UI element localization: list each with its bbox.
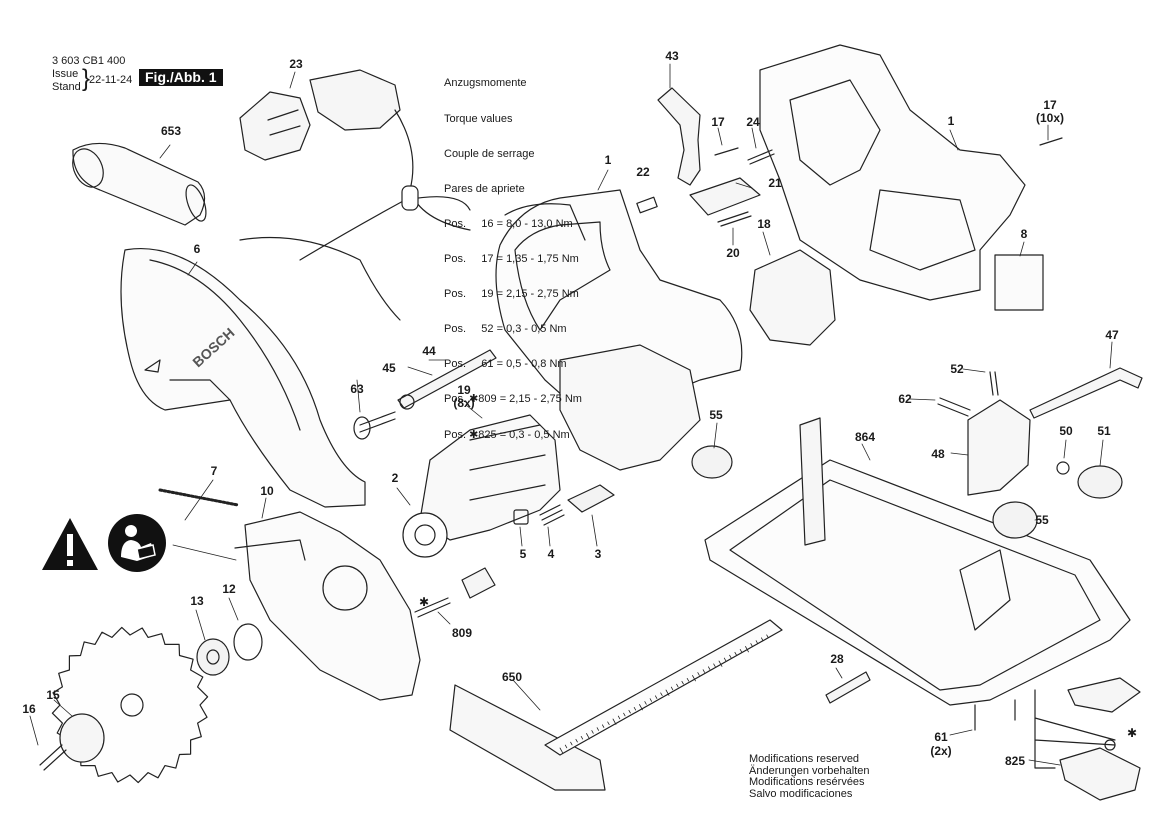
torque-row: Pos. ✱809 = 2,15 - 2,75 Nm	[444, 393, 582, 406]
torque-title: Pares de apriete	[444, 182, 525, 195]
issue-label: Issue	[52, 68, 79, 80]
callout-23: 23	[289, 57, 303, 71]
part-1-housing-left	[495, 189, 743, 471]
callout-2: 2	[391, 471, 399, 485]
callout-10: 10	[260, 484, 274, 498]
part-61-screws	[974, 699, 1016, 731]
part-2-motor	[402, 414, 561, 558]
callout-4: 4	[547, 547, 555, 561]
modifications-line: Modifications reserved	[749, 753, 860, 765]
torque-row: Pos. 19 = 2,15 - 2,75 Nm	[444, 288, 579, 301]
callout-47: 47	[1105, 328, 1119, 342]
callout-20: 20	[726, 246, 740, 260]
modifications-line: Modifications resérvées	[749, 776, 865, 788]
part-864-base-plate	[704, 417, 1131, 706]
callout-55: 55	[709, 408, 723, 422]
part-653-dust-adapter	[72, 142, 207, 226]
callout-650: 650	[501, 670, 523, 684]
callout-15: 15	[46, 688, 60, 702]
parts-809-sleeve	[414, 567, 496, 618]
callout-8: 8	[1020, 227, 1028, 241]
torque-row: Pos. 61 = 0,5 - 0,8 Nm	[444, 358, 567, 371]
part-48-depth-guide	[967, 399, 1031, 496]
callout-18: 18	[757, 217, 771, 231]
part-10-lower-blade-guard	[234, 511, 421, 701]
callout-5: 5	[519, 547, 527, 561]
callout-24: 24	[746, 115, 760, 129]
callout-52: 52	[950, 362, 964, 376]
part-650-parallel-guide	[449, 619, 783, 791]
part-23-switch-cable	[239, 69, 471, 321]
callout-19-qty: (8x)	[453, 396, 475, 410]
callout-28: 28	[830, 652, 844, 666]
parts-3-4-5-brushes	[513, 484, 615, 526]
part-8-label-plate	[994, 254, 1044, 311]
callout-16: 16	[22, 702, 36, 716]
callout-61: 61	[934, 730, 948, 744]
callout-50: 50	[1059, 424, 1073, 438]
part-number: 3 603 CB1 400	[52, 55, 126, 67]
part-1-housing-right	[759, 44, 1026, 301]
callout-21: 21	[768, 176, 782, 190]
callout-825: 825	[1004, 754, 1026, 768]
callout-1b: 1	[947, 114, 955, 128]
part-18-cover	[749, 249, 836, 346]
callout-7: 7	[210, 464, 218, 478]
torque-values-block: Anzugsmomente Torque values Couple de se…	[444, 55, 582, 453]
part-7-spring	[158, 488, 240, 507]
callout-864: 864	[854, 430, 876, 444]
warning-triangle-icon	[42, 518, 98, 570]
part-825-clamps	[1034, 677, 1141, 801]
modifications-line: Salvo modificaciones	[749, 787, 853, 800]
callout-1: 1	[604, 153, 612, 167]
part-47-hex-key	[1029, 367, 1143, 419]
torque-row: Pos. 17 = 1,35 - 1,75 Nm	[444, 252, 579, 265]
leader-lines	[29, 63, 1113, 766]
issue-date: 22-11-24	[89, 74, 133, 86]
callout-63: 63	[350, 382, 364, 396]
part-28-pin	[825, 671, 871, 704]
parts-44-45-63	[353, 349, 497, 440]
callout-17: 17	[711, 115, 725, 129]
torque-title: Anzugsmomente	[444, 77, 527, 90]
torque-row: Pos. 52 = 0,3 - 0,5 Nm	[444, 323, 567, 336]
callout-19: 19	[457, 383, 471, 397]
torque-title: Torque values	[444, 112, 513, 125]
callout-48: 48	[931, 447, 945, 461]
brace-glyph: }	[82, 65, 91, 92]
callout-55b: 55	[1035, 513, 1049, 527]
callout-17b-qty: (10x)	[1035, 111, 1065, 125]
callout-653: 653	[160, 124, 182, 138]
torque-row: Pos. 16 = 8,0 - 13,0 Nm	[444, 217, 573, 230]
callout-3: 3	[594, 547, 602, 561]
callout-star-825: ✱	[1126, 726, 1138, 740]
callout-12: 12	[222, 582, 236, 596]
callout-45: 45	[382, 361, 396, 375]
callout-809: 809	[451, 626, 473, 640]
modifications-line: Änderungen vorbehalten	[749, 764, 870, 777]
parts-12-13-15-16	[39, 623, 263, 771]
callout-43: 43	[665, 49, 679, 63]
read-manual-icon	[108, 514, 166, 572]
stand-label: Stand	[52, 81, 81, 93]
callout-22: 22	[636, 165, 650, 179]
callout-61-qty: (2x)	[930, 744, 952, 758]
figure-label: Fig./Abb. 1	[139, 69, 223, 86]
modifications-note: Modifications reserved Änderungen vorbeh…	[749, 753, 870, 800]
part-6-upper-blade-guard	[120, 248, 366, 508]
callout-62: 62	[898, 392, 912, 406]
parts-knobs	[691, 371, 1123, 539]
callout-13: 13	[190, 594, 204, 608]
parts-small-upper	[636, 137, 1063, 227]
callout-17b: 17	[1043, 98, 1057, 112]
part-43-lever	[657, 87, 701, 186]
torque-title: Couple de serrage	[444, 147, 535, 160]
callout-51: 51	[1097, 424, 1111, 438]
callout-44: 44	[422, 344, 436, 358]
callout-star-809: ✱	[418, 595, 430, 609]
torque-row: Pos. ✱825 = 0,3 - 0,5 Nm	[444, 428, 570, 441]
callout-6: 6	[193, 242, 201, 256]
